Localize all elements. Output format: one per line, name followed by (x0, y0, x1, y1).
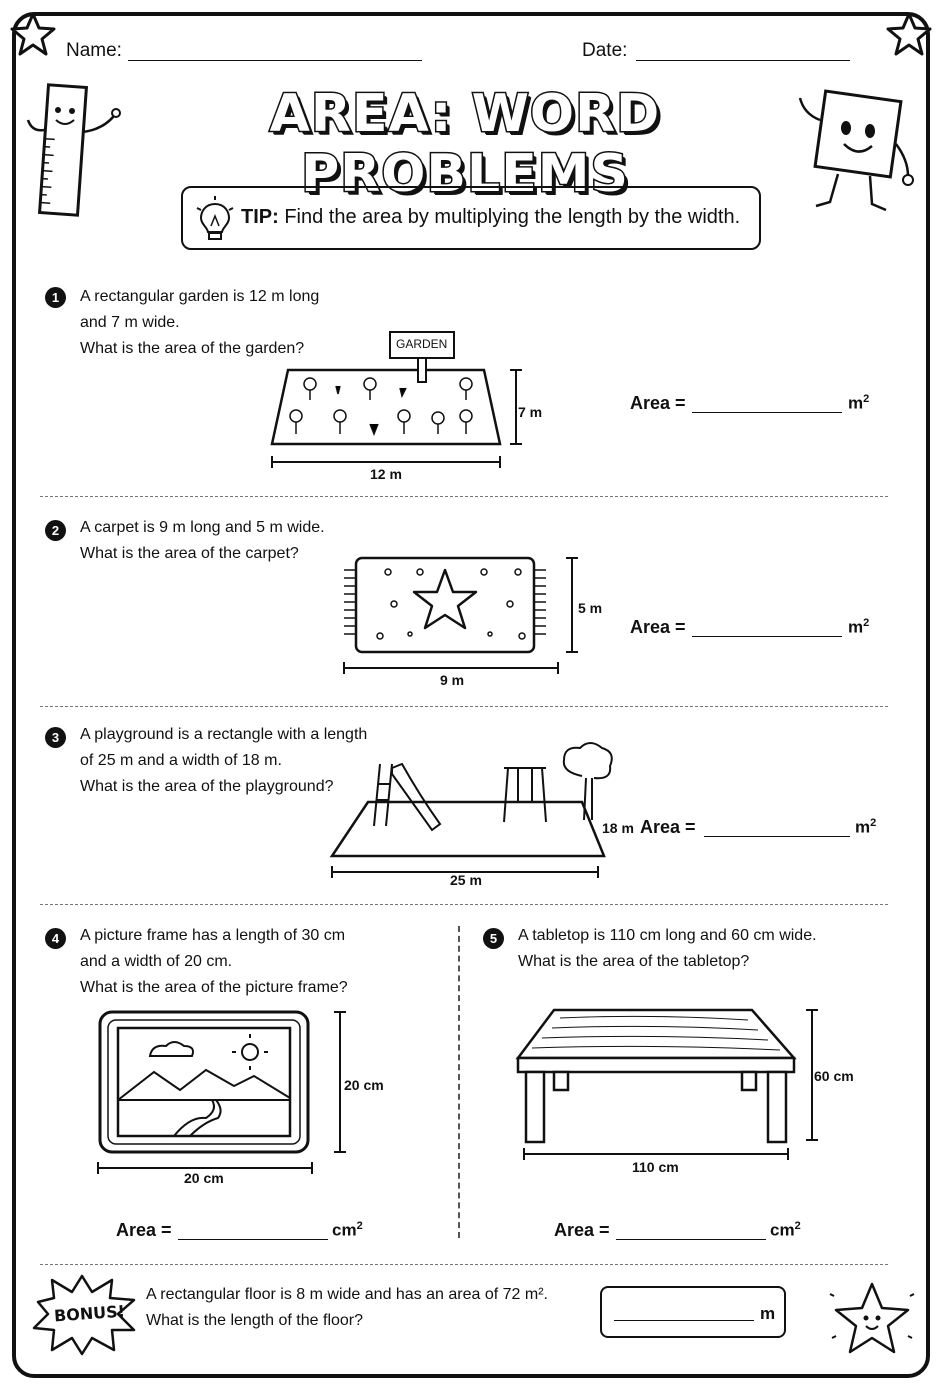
answer-field[interactable] (616, 1239, 766, 1240)
area-label: Area = (630, 393, 686, 413)
garden-illustration (270, 331, 522, 468)
problem-text-line: What is the area of the carpet? (80, 545, 299, 562)
worksheet-title: AREA: WORD PROBLEMS (268, 83, 661, 206)
square-character-icon (798, 89, 914, 212)
page-border (12, 12, 930, 1378)
star-icon (10, 12, 56, 56)
problem-text-line: and 7 m wide. (80, 314, 180, 331)
area-label: Area = (554, 1220, 610, 1240)
unit-label: cm2 (770, 1220, 801, 1240)
problem-text-line: A rectangular garden is 12 m long (80, 288, 320, 305)
answer-field[interactable] (692, 636, 842, 637)
problem-text-line: What is the area of the playground? (80, 778, 334, 795)
length-label: 12 m (370, 466, 402, 482)
area-label: Area = (116, 1220, 172, 1240)
problem-4-text: A picture frame has a length of 30 cm an… (80, 923, 348, 1001)
name-field[interactable] (128, 60, 422, 61)
width-label: 18 m (602, 820, 634, 836)
section-divider (40, 904, 888, 905)
problem-5-text: A tabletop is 110 cm long and 60 cm wide… (518, 923, 817, 975)
width-label: 60 cm (814, 1068, 854, 1084)
column-divider (458, 926, 460, 1238)
width-label: 7 m (518, 404, 543, 420)
answer-field[interactable] (692, 412, 842, 413)
bonus-text-line: A rectangular floor is 8 m wide and has … (146, 1286, 548, 1303)
unit-label: m2 (848, 617, 870, 637)
problem-number: 3 (45, 727, 66, 748)
area-label: Area = (640, 817, 696, 837)
star-face-icon (829, 1282, 915, 1354)
section-divider (40, 496, 888, 497)
tabletop-illustration (515, 1008, 818, 1160)
problem-text-line: What is the area of the tabletop? (518, 953, 750, 970)
problem-text-line: A tabletop is 110 cm long and 60 cm wide… (518, 927, 817, 944)
ruler-character-icon (26, 83, 121, 217)
answer-field[interactable] (614, 1320, 754, 1321)
problem-number: 1 (45, 287, 66, 308)
section-divider (40, 706, 888, 707)
problem-3-text: A playground is a rectangle with a lengt… (80, 722, 367, 800)
lightbulb-icon (196, 196, 234, 240)
problem-text-line: of 25 m and a width of 18 m. (80, 752, 282, 769)
width-label: 5 m (578, 600, 603, 616)
problem-2-text: A carpet is 9 m long and 5 m wide. What … (80, 515, 325, 567)
garden-sign-label: GARDEN (396, 337, 448, 351)
problem-text-line: A playground is a rectangle with a lengt… (80, 726, 368, 743)
problem-number: 5 (483, 928, 504, 949)
problem-text-line: and a width of 20 cm. (80, 953, 233, 970)
problem-text-line: A picture frame has a length of 30 cm (80, 927, 346, 944)
problem-number: 4 (45, 928, 66, 949)
unit-label: m2 (855, 817, 877, 837)
unit-label: cm2 (332, 1220, 363, 1240)
star-icon (886, 12, 932, 56)
tip-label: TIP: (241, 206, 279, 228)
bonus-answer-box: m (600, 1286, 786, 1338)
problem-text-line: What is the area of the picture frame? (80, 979, 348, 996)
width-label: 20 cm (344, 1077, 384, 1093)
bonus-burst-icon (32, 1274, 136, 1356)
section-divider (40, 1264, 888, 1265)
length-label: 25 m (450, 872, 482, 888)
problem-text-line: What is the area of the garden? (80, 340, 305, 357)
tip-box: TIP: Find the area by multiplying the le… (181, 186, 761, 250)
unit-label: m (760, 1304, 776, 1323)
playground-illustration (329, 742, 613, 878)
problem-number: 2 (45, 520, 66, 541)
length-label: 110 cm (632, 1159, 679, 1175)
bonus-text: A rectangular floor is 8 m wide and has … (146, 1282, 548, 1334)
answer-field[interactable] (704, 836, 850, 837)
problem-text-line: A carpet is 9 m long and 5 m wide. (80, 519, 325, 536)
length-label: 20 cm (184, 1170, 224, 1186)
date-field[interactable] (636, 60, 850, 61)
picture-frame-illustration (97, 1010, 346, 1174)
problem-1-text: A rectangular garden is 12 m long and 7 … (80, 284, 319, 362)
tip-body: Find the area by multiplying the length … (284, 206, 741, 228)
date-label: Date: (582, 40, 628, 61)
carpet-illustration (343, 556, 578, 674)
area-label: Area = (630, 617, 686, 637)
bonus-text-line: What is the length of the floor? (146, 1312, 364, 1329)
length-label: 9 m (440, 672, 465, 688)
name-label: Name: (66, 40, 122, 61)
tip-text: TIP: Find the area by multiplying the le… (241, 206, 740, 229)
unit-label: m2 (848, 393, 870, 413)
answer-field[interactable] (178, 1239, 328, 1240)
